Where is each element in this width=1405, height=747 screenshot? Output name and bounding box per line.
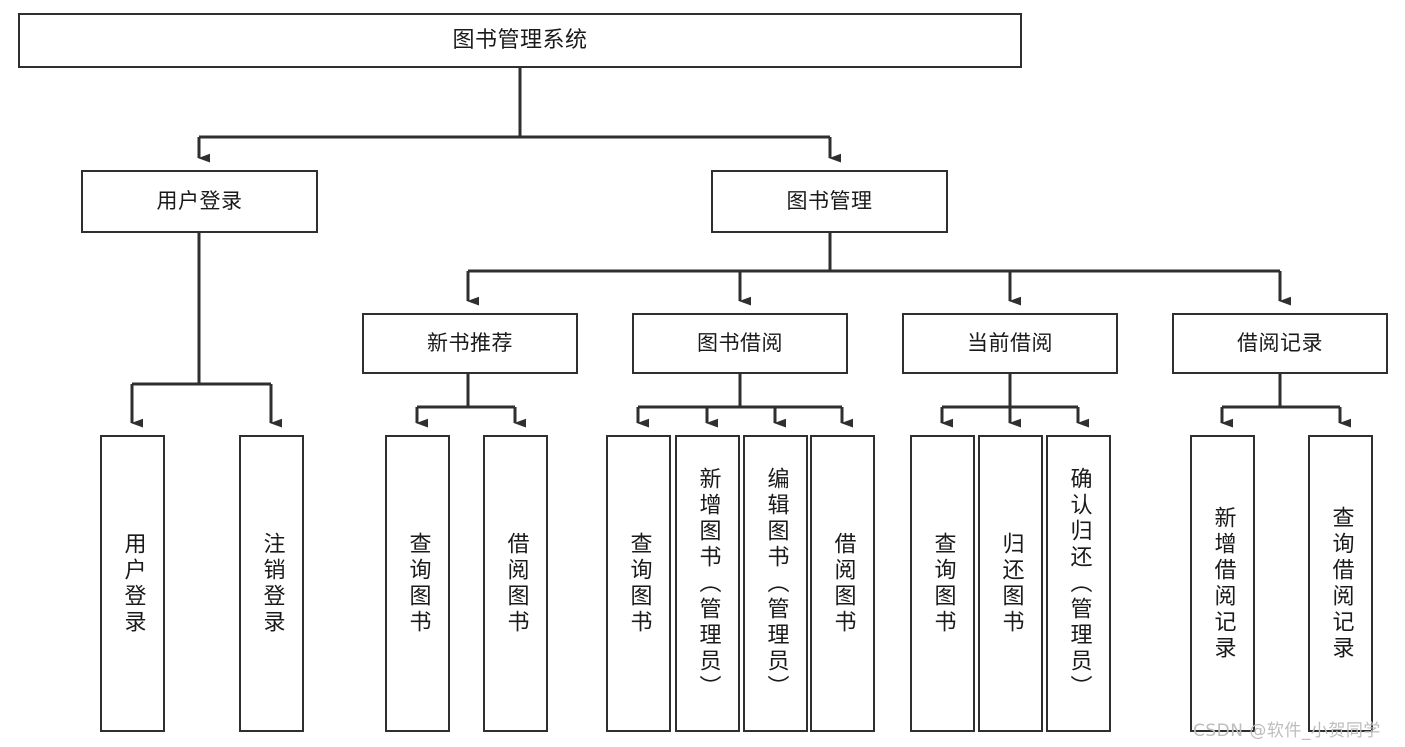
node-book-borrow[interactable]: 图书借阅 <box>632 313 848 374</box>
node-leaf-logout-login[interactable]: 注销登录 <box>239 435 304 732</box>
node-current-borrow[interactable]: 当前借阅 <box>902 313 1118 374</box>
node-leaf-query-book-1[interactable]: 查询图书 <box>385 435 450 732</box>
node-borrow-record-label: 借阅记录 <box>1237 331 1323 356</box>
node-leaf-add-record-label: 新增借阅记录 <box>1210 505 1236 662</box>
node-leaf-query-book-3-label: 查询图书 <box>930 531 956 636</box>
node-current-borrow-label: 当前借阅 <box>967 331 1053 356</box>
node-leaf-return-book-label: 归还图书 <box>998 531 1024 636</box>
node-leaf-logout-login-label: 注销登录 <box>259 531 285 636</box>
node-leaf-edit-book-label: 编辑图书（管理员） <box>763 466 789 701</box>
node-book-borrow-label: 图书借阅 <box>697 331 783 356</box>
node-leaf-query-book-1-label: 查询图书 <box>405 531 431 636</box>
node-root-label: 图书管理系统 <box>452 27 588 53</box>
node-user-login-label: 用户登录 <box>156 189 243 214</box>
node-book-manage-label: 图书管理 <box>786 189 873 214</box>
node-leaf-query-book-2-label: 查询图书 <box>626 531 652 636</box>
node-leaf-add-book-label: 新增图书（管理员） <box>695 466 721 701</box>
node-leaf-user-login[interactable]: 用户登录 <box>100 435 165 732</box>
node-leaf-user-login-label: 用户登录 <box>120 531 146 636</box>
node-leaf-borrow-book-2[interactable]: 借阅图书 <box>810 435 875 732</box>
node-leaf-query-book-3[interactable]: 查询图书 <box>910 435 975 732</box>
watermark-text: CSDN @软件_小贺同学 <box>1193 721 1381 741</box>
node-book-manage[interactable]: 图书管理 <box>711 170 948 233</box>
node-leaf-return-book[interactable]: 归还图书 <box>978 435 1043 732</box>
node-leaf-query-record[interactable]: 查询借阅记录 <box>1308 435 1373 732</box>
node-leaf-borrow-book-1[interactable]: 借阅图书 <box>483 435 548 732</box>
node-new-book-rec[interactable]: 新书推荐 <box>362 313 578 374</box>
node-leaf-query-book-2[interactable]: 查询图书 <box>606 435 671 732</box>
node-root[interactable]: 图书管理系统 <box>18 13 1022 68</box>
node-user-login[interactable]: 用户登录 <box>81 170 318 233</box>
node-leaf-borrow-book-1-label: 借阅图书 <box>503 531 529 636</box>
node-leaf-borrow-book-2-label: 借阅图书 <box>830 531 856 636</box>
node-borrow-record[interactable]: 借阅记录 <box>1172 313 1388 374</box>
node-new-book-rec-label: 新书推荐 <box>427 331 513 356</box>
node-leaf-confirm-return[interactable]: 确认归还（管理员） <box>1046 435 1111 732</box>
node-leaf-confirm-return-label: 确认归还（管理员） <box>1066 466 1092 701</box>
node-leaf-query-record-label: 查询借阅记录 <box>1328 505 1354 662</box>
node-leaf-edit-book[interactable]: 编辑图书（管理员） <box>743 435 808 732</box>
node-leaf-add-book[interactable]: 新增图书（管理员） <box>675 435 740 732</box>
node-leaf-add-record[interactable]: 新增借阅记录 <box>1190 435 1255 732</box>
